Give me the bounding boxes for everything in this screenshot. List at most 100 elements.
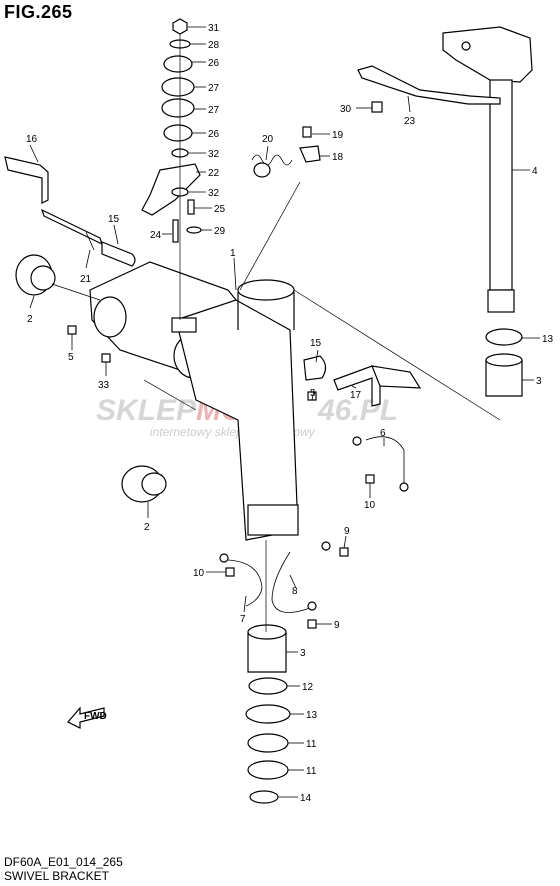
callout-32a: 32 — [208, 149, 220, 160]
circlip-14 — [249, 790, 279, 804]
washer-12 — [248, 677, 288, 695]
bushing-3-upper-top — [485, 353, 523, 367]
callout-10a: 10 — [364, 500, 376, 511]
callout-27b: 27 — [208, 105, 220, 116]
fwd-marker: FWD — [67, 706, 107, 729]
plate-27-upper — [161, 77, 195, 97]
callout-5a: 5 — [68, 352, 74, 363]
cushion-26-lower — [163, 124, 193, 142]
fwd-label: FWD — [84, 711, 107, 722]
lead-6-terminal-a — [352, 436, 362, 446]
bolt-30 — [371, 101, 383, 113]
bolt-10-upper — [365, 474, 375, 484]
seal-13-upper — [485, 328, 523, 346]
bushing-15-left — [101, 241, 136, 267]
lower-bushing-stack — [245, 624, 291, 804]
stopper-22 — [141, 163, 201, 216]
lead-6-terminal-b — [399, 482, 409, 492]
bolt-24 — [172, 219, 179, 243]
bracket-left-boss — [93, 296, 127, 338]
callout-8: 8 — [292, 586, 298, 597]
steering-shaft — [442, 26, 533, 313]
steering-bore-walls — [237, 292, 295, 330]
plate-27-lower — [161, 98, 195, 118]
callout-2a: 2 — [27, 314, 33, 325]
diagram-caption: SWIVEL BRACKET — [4, 869, 109, 883]
callout-30: 30 — [340, 104, 352, 115]
bolt-9-upper — [339, 547, 349, 557]
callout-2b: 2 — [144, 522, 150, 533]
bracket-lower-boss — [247, 504, 299, 536]
bushing-2-upper — [15, 254, 56, 296]
bolt-19 — [302, 126, 312, 138]
ground-lead-6 — [352, 436, 409, 492]
pin-25 — [187, 199, 195, 215]
callout-1: 1 — [230, 248, 236, 259]
washer-11-upper — [247, 733, 289, 753]
lead-7-terminal — [219, 553, 229, 563]
tilt-lock-lever — [4, 156, 136, 267]
bracket-17-plate — [371, 365, 422, 389]
callout-23: 23 — [404, 116, 416, 127]
assembly-guide-lines — [51, 34, 501, 632]
ground-leads-lower — [219, 541, 349, 629]
callout-20: 20 — [262, 134, 274, 145]
callout-32b: 32 — [208, 188, 220, 199]
callout-28: 28 — [208, 40, 220, 51]
washer-29 — [186, 226, 202, 234]
hardware-stack — [141, 18, 202, 243]
callout-10b: 10 — [193, 568, 205, 579]
cotter-pin-21 — [85, 231, 95, 251]
lever-23 — [357, 65, 501, 105]
lever-16 — [4, 156, 49, 204]
bracket-pad — [171, 317, 197, 333]
upper-bushing-set — [485, 328, 523, 397]
callout-6: 6 — [380, 428, 386, 439]
bolt-9-lower — [307, 619, 317, 629]
callout-5b: 5 — [310, 388, 316, 399]
lever-shaft — [40, 208, 104, 246]
callouts: 31 28 26 27 27 26 32 22 32 25 29 24 16 1… — [26, 23, 554, 804]
callout-4: 4 — [532, 166, 538, 177]
callout-3b: 3 — [300, 648, 306, 659]
plate-18 — [299, 145, 321, 163]
callout-18: 18 — [332, 152, 344, 163]
spring-coil — [253, 162, 271, 178]
spring-assembly — [251, 126, 321, 178]
lead-wire-7 — [227, 559, 263, 607]
bolt-5-left — [67, 325, 77, 335]
callout-11b: 11 — [306, 766, 317, 777]
callout-9b: 9 — [334, 620, 340, 631]
bolt-33 — [101, 353, 111, 363]
callout-13a: 13 — [542, 334, 554, 345]
cushion-26-upper — [163, 55, 193, 73]
seal-13-lower — [245, 704, 291, 724]
callout-26a: 26 — [208, 58, 220, 69]
callout-15a: 15 — [108, 214, 120, 225]
callout-31a: 31 — [208, 23, 220, 34]
swivel-bracket-body — [89, 261, 299, 541]
callout-11a: 11 — [306, 739, 317, 750]
callout-7: 7 — [240, 614, 246, 625]
spring-20 — [251, 154, 293, 166]
callout-19: 19 — [332, 130, 344, 141]
bushing-2-lower — [121, 465, 167, 503]
tilt-support-bracket — [303, 355, 422, 407]
callout-16: 16 — [26, 134, 38, 145]
callout-14: 14 — [300, 793, 312, 804]
bushing-15-right — [303, 355, 327, 381]
model-code: DF60A_E01_014_265 — [4, 855, 123, 869]
callout-17: 17 — [350, 390, 362, 401]
fwd-arrow-icon — [67, 706, 105, 729]
figure-title: FIG.265 — [4, 2, 73, 22]
callout-3a: 3 — [536, 376, 542, 387]
shaft-spline — [487, 289, 515, 313]
bolt-10-lower — [225, 567, 235, 577]
lead-wire-6 — [365, 436, 405, 484]
callout-26b: 26 — [208, 129, 220, 140]
callout-22: 22 — [208, 168, 220, 179]
callout-24: 24 — [150, 230, 162, 241]
bushing-hub — [30, 265, 56, 291]
callout-13b: 13 — [306, 710, 318, 721]
